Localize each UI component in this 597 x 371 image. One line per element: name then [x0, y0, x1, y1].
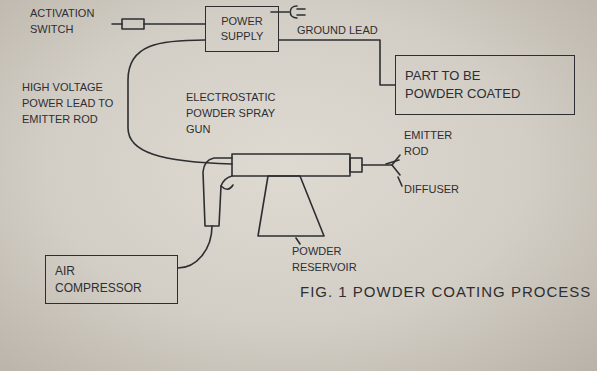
part-label: POWDER RESERVOIR [292, 244, 382, 276]
gun-handle [203, 158, 232, 226]
emitter-rod-symbol [362, 164, 392, 166]
gun-trigger [221, 185, 233, 189]
air-hose [178, 226, 212, 268]
process-box: POWER SUPPLY [205, 6, 279, 52]
part-label: ELECTROSTATIC POWDER SPRAY GUN [186, 90, 294, 138]
wire-label: GROUND LEAD [297, 23, 378, 39]
box-text-group: PART TO BE POWDER COATED [405, 67, 530, 102]
process-box: PART TO BE POWDER COATED [395, 55, 575, 115]
power-cord [271, 11, 289, 13]
leader-line [386, 160, 399, 164]
part-label: DIFFUSER [404, 182, 494, 198]
gun-body [232, 154, 350, 176]
activation-switch-symbol [122, 19, 144, 29]
box-label: PART TO BE POWDER COATED [405, 67, 530, 102]
switch-wire [112, 23, 122, 25]
figure-caption: FIG. 1 POWDER COATING PROCESS [300, 283, 591, 300]
box-text-group: AIR COMPRESSOR [55, 263, 150, 295]
part-label: ACTIVATION SWITCH [30, 6, 110, 38]
part-label: HIGH VOLTAGE POWER LEAD TO EMITTER ROD [22, 80, 116, 128]
process-box: AIR COMPRESSOR [45, 255, 178, 304]
gun-nozzle [350, 158, 362, 172]
box-text-group: POWER SUPPLY [216, 14, 268, 44]
box-label: POWER SUPPLY [216, 14, 268, 44]
diffuser-symbol [392, 155, 400, 175]
powder-reservoir-symbol [258, 176, 324, 236]
part-label: EMITTER ROD [404, 128, 474, 160]
switch-wire [144, 23, 205, 25]
leader-line [398, 177, 402, 186]
plug-symbol [290, 6, 305, 18]
ground-lead-wire [279, 40, 395, 85]
box-label: AIR COMPRESSOR [55, 263, 150, 295]
leader-line [296, 238, 300, 244]
